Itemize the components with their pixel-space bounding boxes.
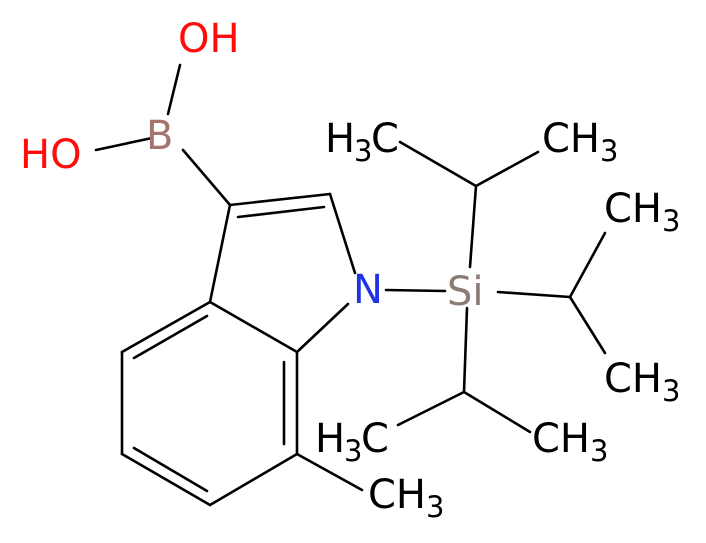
methyl-ch: CH xyxy=(368,472,426,518)
methyl-sub-3: 3 xyxy=(590,434,608,468)
bond-c7-methyl xyxy=(295,452,364,492)
bond-c3a-c7a xyxy=(208,300,299,354)
bond-ch-bottom-left xyxy=(396,390,466,427)
methyl-h3c-lower-left: H 3 C xyxy=(315,416,389,468)
bond-si-ch-right xyxy=(496,290,572,299)
bond-c3a-c4 xyxy=(120,300,212,354)
methyl-sub-3: 3 xyxy=(344,434,362,468)
atom-label-nitrogen: N xyxy=(353,267,383,313)
methyl-sub-3: 3 xyxy=(662,374,680,408)
methyl-ch3-c7: CH 3 xyxy=(368,472,444,524)
methyl-sub-3: 3 xyxy=(662,204,680,238)
atom-labels: OH HO B N Si H 3 C CH 3 CH 3 CH 3 H 3 xyxy=(20,16,680,524)
bond-b-o-top xyxy=(166,63,182,116)
methyl-ch: CH xyxy=(604,356,662,402)
bond-c3-c2-double xyxy=(236,205,326,219)
bond-n-si xyxy=(384,288,447,293)
bond-c5-c6 xyxy=(120,452,212,507)
bond-ch-top-right xyxy=(474,150,540,188)
atom-label-ho-left: HO xyxy=(20,132,82,178)
bond-si-ch-top xyxy=(468,184,478,269)
methyl-ch3-right-top: CH 3 xyxy=(604,186,680,238)
methyl-c: C xyxy=(371,116,399,162)
bond-n1-c7a xyxy=(295,302,350,354)
methyl-h: H xyxy=(315,416,345,462)
atom-label-boron: B xyxy=(146,113,173,159)
bond-c2-n1 xyxy=(328,192,357,275)
bond-ch-right-bottom xyxy=(568,295,607,355)
methyl-ch3-top-right: CH 3 xyxy=(542,116,618,168)
methyl-h: H xyxy=(325,116,355,162)
bonds xyxy=(94,63,607,507)
atom-label-oh-top: OH xyxy=(178,16,240,62)
bond-c3-c3a xyxy=(208,203,232,304)
atom-label-silicon: Si xyxy=(447,269,484,315)
bond-c3a-c4-double xyxy=(132,314,209,360)
methyl-sub-3: 3 xyxy=(354,134,372,168)
methyl-ch: CH xyxy=(604,186,662,232)
methyl-ch: CH xyxy=(542,116,600,162)
bond-ch-top-left xyxy=(398,140,478,188)
bond-c6-c7 xyxy=(208,452,299,507)
bond-ch-right-top xyxy=(568,231,607,299)
bond-ch-bottom-right xyxy=(462,390,532,434)
methyl-c: C xyxy=(361,416,389,462)
methyl-sub-3: 3 xyxy=(600,134,618,168)
methyl-ch3-lower-right: CH 3 xyxy=(532,416,608,468)
bond-si-ch-bottom xyxy=(462,306,469,394)
bond-c5-c6-double xyxy=(132,446,209,493)
methyl-ch3-right-bottom: CH 3 xyxy=(604,356,680,408)
methyl-h3c-top-left: H 3 C xyxy=(325,116,399,168)
bond-c3-c2 xyxy=(228,192,332,207)
methyl-sub-3: 3 xyxy=(426,490,444,524)
bond-b-c3 xyxy=(181,148,232,207)
bond-b-o-left xyxy=(94,136,154,152)
methyl-ch: CH xyxy=(532,416,590,462)
